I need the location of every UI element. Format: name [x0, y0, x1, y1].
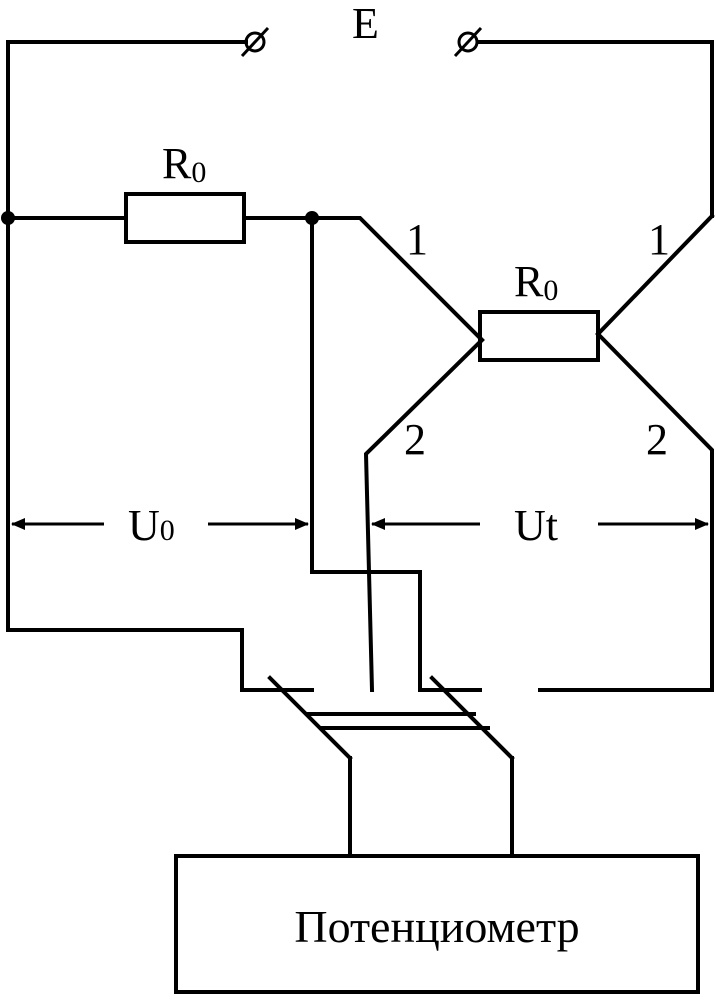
wiring — [1, 40, 715, 693]
resistor-top: R0 — [124, 139, 246, 244]
terminal-2-left: 2 — [404, 415, 426, 464]
source-terminal-right — [457, 31, 479, 53]
terminal-1-left: 1 — [406, 215, 428, 264]
switch — [267, 675, 515, 858]
device-label: Потенциометр — [294, 901, 579, 952]
voltage-source: E — [6, 0, 714, 218]
voltage-u0-indicator: U0 — [11, 501, 309, 550]
resistor-bridge-label: R0 — [514, 257, 558, 307]
junction-middle — [305, 211, 319, 225]
voltage-ut-indicator: Ut — [371, 501, 709, 550]
resistor-top-label: R0 — [162, 139, 206, 189]
junction-left — [1, 211, 15, 225]
terminal-2-right: 2 — [646, 415, 668, 464]
source-label: E — [352, 0, 379, 48]
voltage-u0-label: U0 — [128, 501, 175, 550]
potentiometer-device: Потенциометр — [174, 854, 700, 994]
voltage-ut-label: Ut — [514, 501, 558, 550]
source-terminal-left — [244, 31, 266, 53]
terminal-1-right: 1 — [648, 215, 670, 264]
resistor-bridge: R0 — [478, 257, 600, 362]
